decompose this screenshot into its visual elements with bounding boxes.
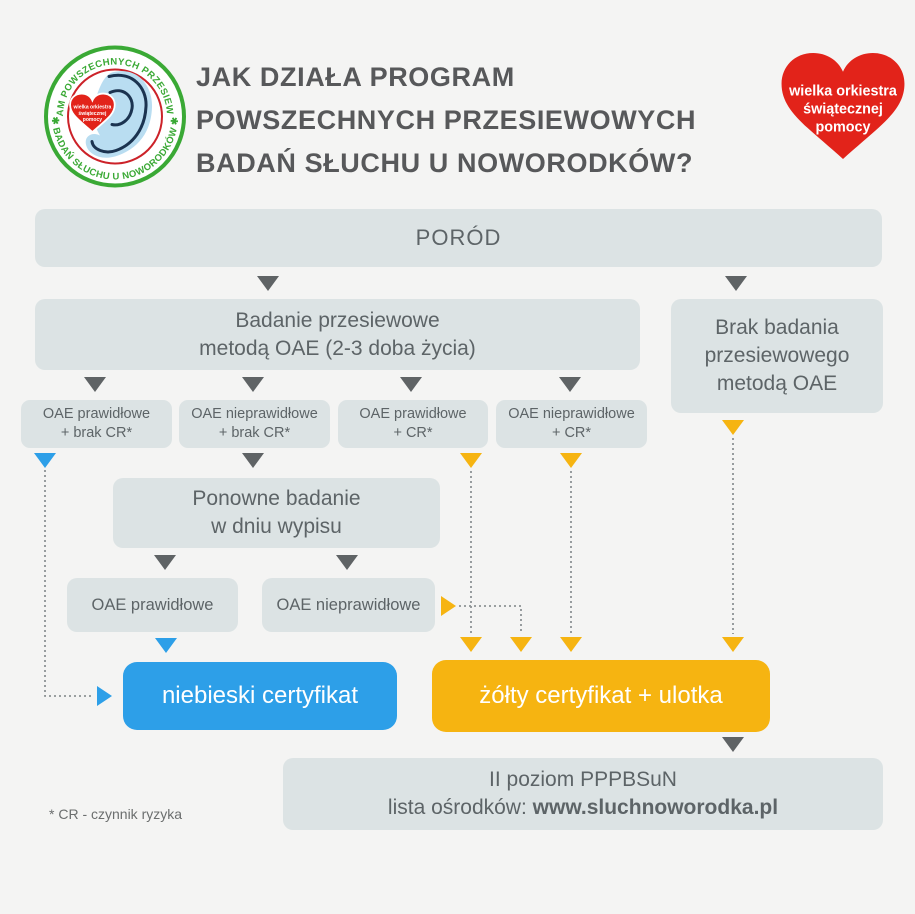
node-oae-bad-brak-cr: OAE nieprawidłowe + brak CR* bbox=[179, 400, 330, 448]
node-oae-ok-cr: OAE prawidłowe + CR* bbox=[338, 400, 488, 448]
level2-label: lista ośrodków: bbox=[387, 796, 533, 819]
node-brak-badania: Brak badania przesiewowego metodą OAE bbox=[671, 299, 883, 413]
program-logo: PROGRAM POWSZECHNYCH PRZESIEWOWYCH ✱ BAD… bbox=[40, 45, 186, 188]
arrow-down-yellow-icon bbox=[560, 453, 582, 468]
arrow-down-yellow-icon bbox=[510, 637, 532, 652]
arrow-down-icon bbox=[84, 377, 106, 392]
arrow-down-icon bbox=[336, 555, 358, 570]
footnote: * CR - czynnik ryzyka bbox=[49, 806, 183, 822]
node-oae-prawidlowe: OAE prawidłowe bbox=[67, 578, 238, 632]
arrow-down-icon bbox=[242, 377, 264, 392]
arrow-down-icon bbox=[154, 555, 176, 570]
node-oae-ok-brak-cr: OAE prawidłowe + brak CR* bbox=[21, 400, 172, 448]
arrow-down-icon bbox=[559, 377, 581, 392]
arrow-down-icon bbox=[242, 453, 264, 468]
arrow-down-blue-icon bbox=[155, 638, 177, 653]
arrow-down-yellow-icon bbox=[460, 637, 482, 652]
arrow-down-yellow-icon bbox=[460, 453, 482, 468]
arrow-down-yellow-icon bbox=[722, 420, 744, 435]
arrow-down-icon bbox=[725, 276, 747, 291]
heart-icon bbox=[781, 52, 905, 160]
title-line-1: JAK DZIAŁA PROGRAM bbox=[196, 62, 515, 92]
node-niebieski-certyfikat: niebieski certyfikat bbox=[123, 662, 397, 730]
node-badanie-przesiewowe: Badanie przesiewowe metodą OAE (2-3 doba… bbox=[35, 299, 640, 370]
node-porod: PORÓD bbox=[35, 209, 882, 267]
node-oae-bad-cr: OAE nieprawidłowe + CR* bbox=[496, 400, 647, 448]
arrow-down-yellow-icon bbox=[722, 637, 744, 652]
arrow-down-blue-icon bbox=[34, 453, 56, 468]
arrow-right-yellow-icon bbox=[441, 596, 456, 616]
title-line-3: BADAŃ SŁUCHU U NOWORODKÓW? bbox=[196, 148, 694, 178]
svg-text:wielka orkiestra: wielka orkiestra bbox=[73, 105, 112, 111]
arrow-down-yellow-icon bbox=[560, 637, 582, 652]
title-line-2: POWSZECHNYCH PRZESIEWOWYCH bbox=[196, 105, 697, 135]
page-title: JAK DZIAŁA PROGRAM POWSZECHNYCH PRZESIEW… bbox=[196, 56, 786, 185]
svg-text:wielka orkiestra: wielka orkiestra bbox=[788, 84, 898, 100]
node-ponowne-badanie: Ponowne badanie w dniu wypisu bbox=[113, 478, 440, 548]
arrow-right-blue-icon bbox=[97, 686, 112, 706]
arrow-down-icon bbox=[400, 377, 422, 392]
wosp-heart-small: wielka orkiestra świątecznej pomocy bbox=[69, 92, 116, 134]
svg-text:pomocy: pomocy bbox=[83, 117, 102, 123]
svg-text:pomocy: pomocy bbox=[815, 119, 870, 135]
node-ii-poziom: II poziom PPPBSuN lista ośrodków: www.sl… bbox=[283, 758, 883, 830]
website-link[interactable]: www.sluchnoworodka.pl bbox=[532, 796, 779, 819]
arrow-down-icon bbox=[257, 276, 279, 291]
svg-text:świątecznej: świątecznej bbox=[78, 111, 107, 117]
dotted-connector-retest-bad bbox=[459, 605, 522, 634]
node-zolty-certyfikat: żółty certyfikat + ulotka bbox=[432, 660, 770, 732]
wosp-logo: wielka orkiestra świątecznej pomocy bbox=[781, 52, 905, 160]
svg-text:świątecznej: świątecznej bbox=[803, 101, 883, 117]
node-oae-nieprawidlowe: OAE nieprawidłowe bbox=[262, 578, 435, 632]
arrow-down-icon bbox=[722, 737, 744, 752]
